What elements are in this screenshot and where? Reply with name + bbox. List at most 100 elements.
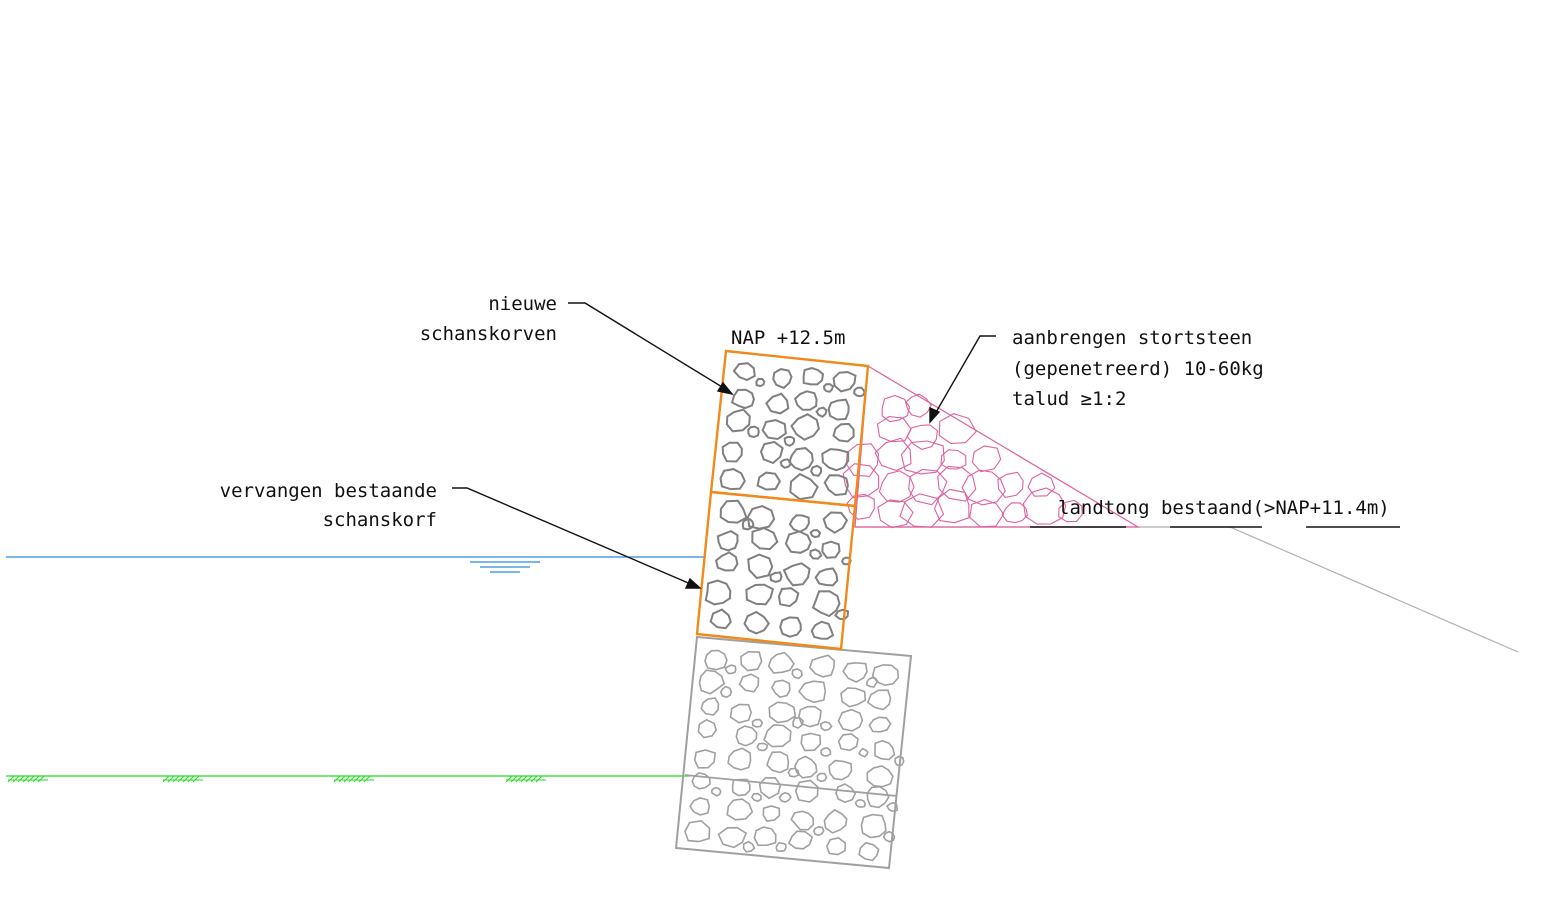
existing-slope-line — [1229, 526, 1519, 653]
stone — [691, 772, 711, 790]
riprap-stone — [997, 471, 1024, 499]
small-stone — [816, 772, 828, 783]
riprap-stone — [908, 468, 948, 506]
stone — [746, 505, 776, 530]
riprap-stone — [1001, 502, 1028, 524]
stone — [822, 511, 849, 534]
small-stone — [719, 685, 733, 699]
stone — [866, 765, 894, 788]
riprap-stone — [971, 445, 1002, 473]
stone — [709, 608, 732, 630]
hatch-mark — [187, 775, 195, 783]
hatch-mark — [530, 775, 538, 783]
stone — [716, 529, 739, 552]
stone — [837, 708, 864, 732]
hatch-mark — [27, 775, 35, 783]
hatch-mark — [535, 775, 543, 783]
riprap-stone — [845, 443, 880, 477]
riprap-stones — [842, 393, 1083, 529]
riprap-stone — [874, 437, 912, 472]
riprap-stone — [899, 493, 945, 528]
riprap-stone — [900, 440, 945, 475]
leader-stortsteen — [934, 335, 996, 415]
stone — [743, 610, 771, 635]
stone — [821, 448, 850, 472]
arrow-vervangen — [684, 577, 702, 589]
stone — [689, 797, 711, 816]
stone — [704, 579, 732, 606]
stone — [747, 553, 774, 580]
small-stone — [751, 718, 764, 728]
riprap-stone — [906, 424, 938, 450]
hatch-mark — [363, 775, 371, 783]
new-gabion-upper-stones — [719, 362, 866, 501]
stone — [772, 368, 793, 390]
small-stone — [787, 767, 800, 778]
riprap-stone — [846, 493, 875, 520]
stone — [858, 841, 880, 862]
small-stone — [820, 747, 832, 757]
stone — [790, 810, 815, 831]
stone — [751, 527, 779, 551]
stone — [758, 776, 782, 800]
label-stortsteen-line2: (gepenetreerd) 10-60kg — [1012, 358, 1264, 380]
hatch-mark — [162, 775, 170, 783]
stone — [693, 749, 717, 769]
stone — [714, 551, 739, 572]
stone — [719, 468, 746, 491]
hatch-mark — [525, 775, 533, 783]
stone — [782, 562, 811, 587]
stone — [788, 514, 810, 534]
riprap-stone — [842, 463, 880, 499]
replacement-gabion-stones — [704, 499, 852, 640]
stone — [798, 680, 827, 704]
hatch-mark — [32, 775, 40, 783]
label-stortsteen-line1: aanbrengen stortsteen — [1012, 327, 1252, 349]
hatch-mark — [182, 775, 190, 783]
stone — [763, 724, 792, 748]
stone — [735, 725, 758, 747]
stone — [729, 703, 753, 724]
leader-lines — [452, 302, 1400, 589]
replacement-gabion-outline — [695, 490, 857, 651]
riprap-stone — [937, 465, 977, 502]
small-stone — [756, 742, 769, 752]
stone — [823, 808, 848, 834]
water-level — [6, 556, 706, 573]
stone — [732, 362, 756, 382]
small-stone — [858, 747, 869, 758]
leader-nieuwe — [568, 302, 728, 391]
existing-gabion-divider — [684, 774, 898, 797]
small-stone — [882, 830, 896, 843]
small-stone — [853, 386, 866, 398]
stone — [811, 590, 841, 618]
small-stone — [741, 518, 755, 531]
stone — [767, 651, 795, 674]
small-stone — [755, 377, 766, 388]
stone — [697, 718, 717, 739]
small-stone — [750, 792, 762, 803]
small-stone — [747, 425, 760, 439]
hatch-mark — [348, 775, 356, 783]
riprap-stone — [969, 499, 1005, 528]
small-stone — [778, 791, 792, 803]
hatch-mark — [333, 775, 341, 783]
stone — [793, 390, 818, 411]
stone — [761, 419, 787, 441]
stone — [842, 661, 868, 683]
label-landtong: landtong bestaand(>NAP+11.4m) — [1058, 497, 1390, 519]
riprap-stone — [905, 393, 932, 418]
stone — [832, 422, 855, 443]
stone — [759, 440, 784, 465]
stone — [730, 388, 755, 410]
stone — [866, 785, 890, 809]
stone — [779, 616, 802, 638]
small-stone — [783, 435, 796, 447]
stone — [832, 370, 857, 393]
stone — [814, 567, 839, 587]
small-stone — [809, 529, 822, 539]
stone — [794, 779, 819, 803]
stone — [726, 798, 754, 821]
stone — [825, 837, 847, 856]
small-stone — [724, 664, 737, 675]
